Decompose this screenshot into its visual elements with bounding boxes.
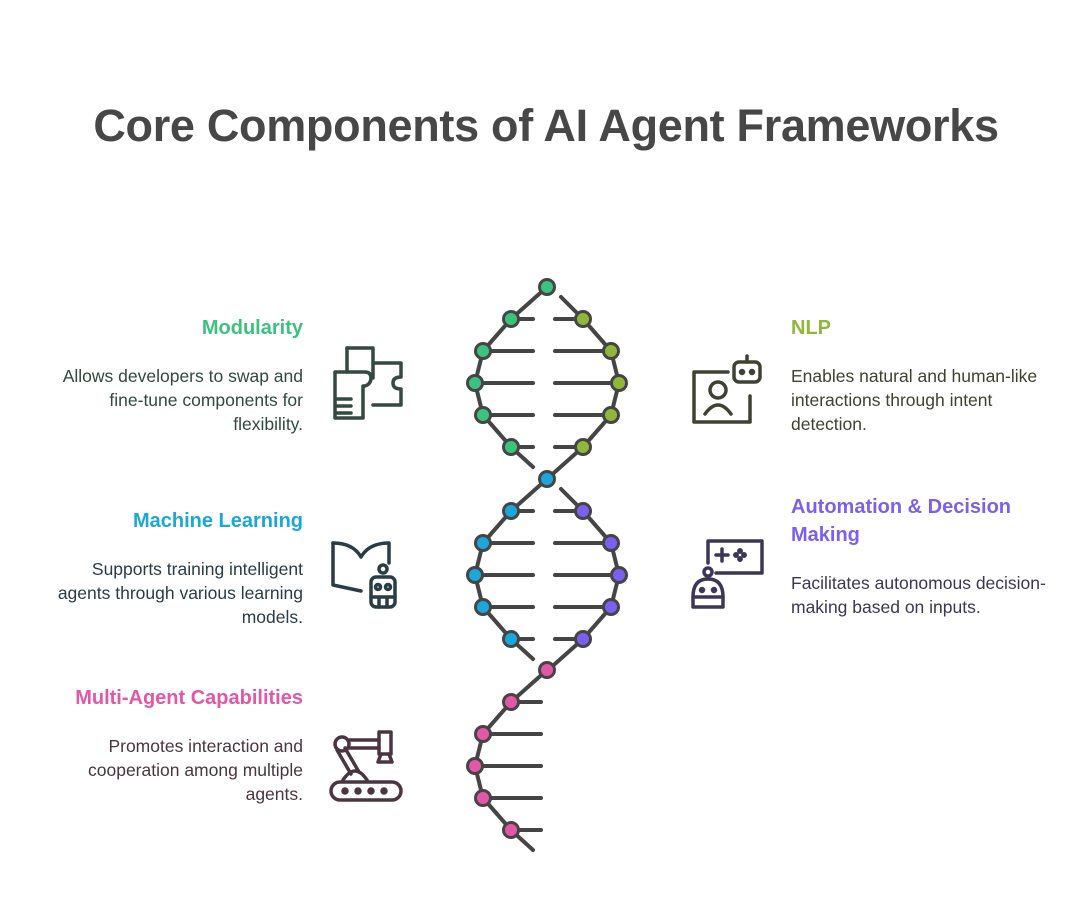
helix-node — [538, 661, 556, 679]
helix-node — [574, 630, 592, 648]
helix-node — [538, 470, 556, 488]
component-description: Supports training intelligent agents thr… — [57, 559, 303, 627]
helix-node — [602, 534, 620, 552]
helix-node — [474, 789, 492, 807]
helix-node — [502, 310, 520, 328]
component-description: Promotes interaction and cooperation amo… — [88, 736, 303, 804]
puzzle-document-icon — [333, 346, 403, 420]
person-robot-chat-icon — [692, 354, 762, 424]
component-heading: Machine Learning — [132, 510, 303, 532]
component-heading: Automation & Decision Making — [791, 496, 1012, 546]
page-title: Core Components of AI Agent Frameworks — [93, 100, 999, 151]
component-description: Facilitates autonomous decision-making b… — [791, 573, 1046, 617]
component-heading: NLP — [791, 317, 831, 339]
robotic-arm-conveyor-icon — [329, 730, 403, 802]
helix-node — [474, 534, 492, 552]
helix-node — [474, 406, 492, 424]
component-nlp: NLP Enables natural and human-like inter… — [791, 314, 1051, 436]
helix-node — [602, 598, 620, 616]
helix-node — [610, 566, 628, 584]
helix-node — [574, 310, 592, 328]
component-modularity: Modularity Allows developers to swap and… — [43, 314, 303, 436]
helix-node — [502, 821, 520, 839]
component-heading: Modularity — [201, 317, 303, 339]
component-machine-learning: Machine Learning Supports training intel… — [43, 507, 303, 629]
helix-node — [474, 598, 492, 616]
helix-node — [610, 374, 628, 392]
helix-node — [466, 374, 484, 392]
component-description: Allows developers to swap and fine-tune … — [62, 366, 303, 434]
robot-gamepad-icon — [691, 539, 764, 609]
helix-node — [474, 342, 492, 360]
helix-node — [602, 342, 620, 360]
helix-node — [502, 502, 520, 520]
helix-node — [502, 630, 520, 648]
component-description: Enables natural and human-like interacti… — [791, 366, 1038, 434]
helix-node — [538, 278, 556, 296]
helix-node — [574, 438, 592, 456]
book-robot-icon — [331, 541, 397, 609]
component-automation: Automation & Decision Making Facilitates… — [791, 493, 1051, 619]
component-multi-agent: Multi-Agent Capabilities Promotes intera… — [43, 684, 303, 806]
helix-node — [574, 502, 592, 520]
component-heading: Multi-Agent Capabilities — [75, 687, 303, 709]
helix-node — [602, 406, 620, 424]
helix-node — [502, 693, 520, 711]
helix-node — [466, 757, 484, 775]
helix-node — [502, 438, 520, 456]
helix-node — [466, 566, 484, 584]
helix-node — [474, 725, 492, 743]
